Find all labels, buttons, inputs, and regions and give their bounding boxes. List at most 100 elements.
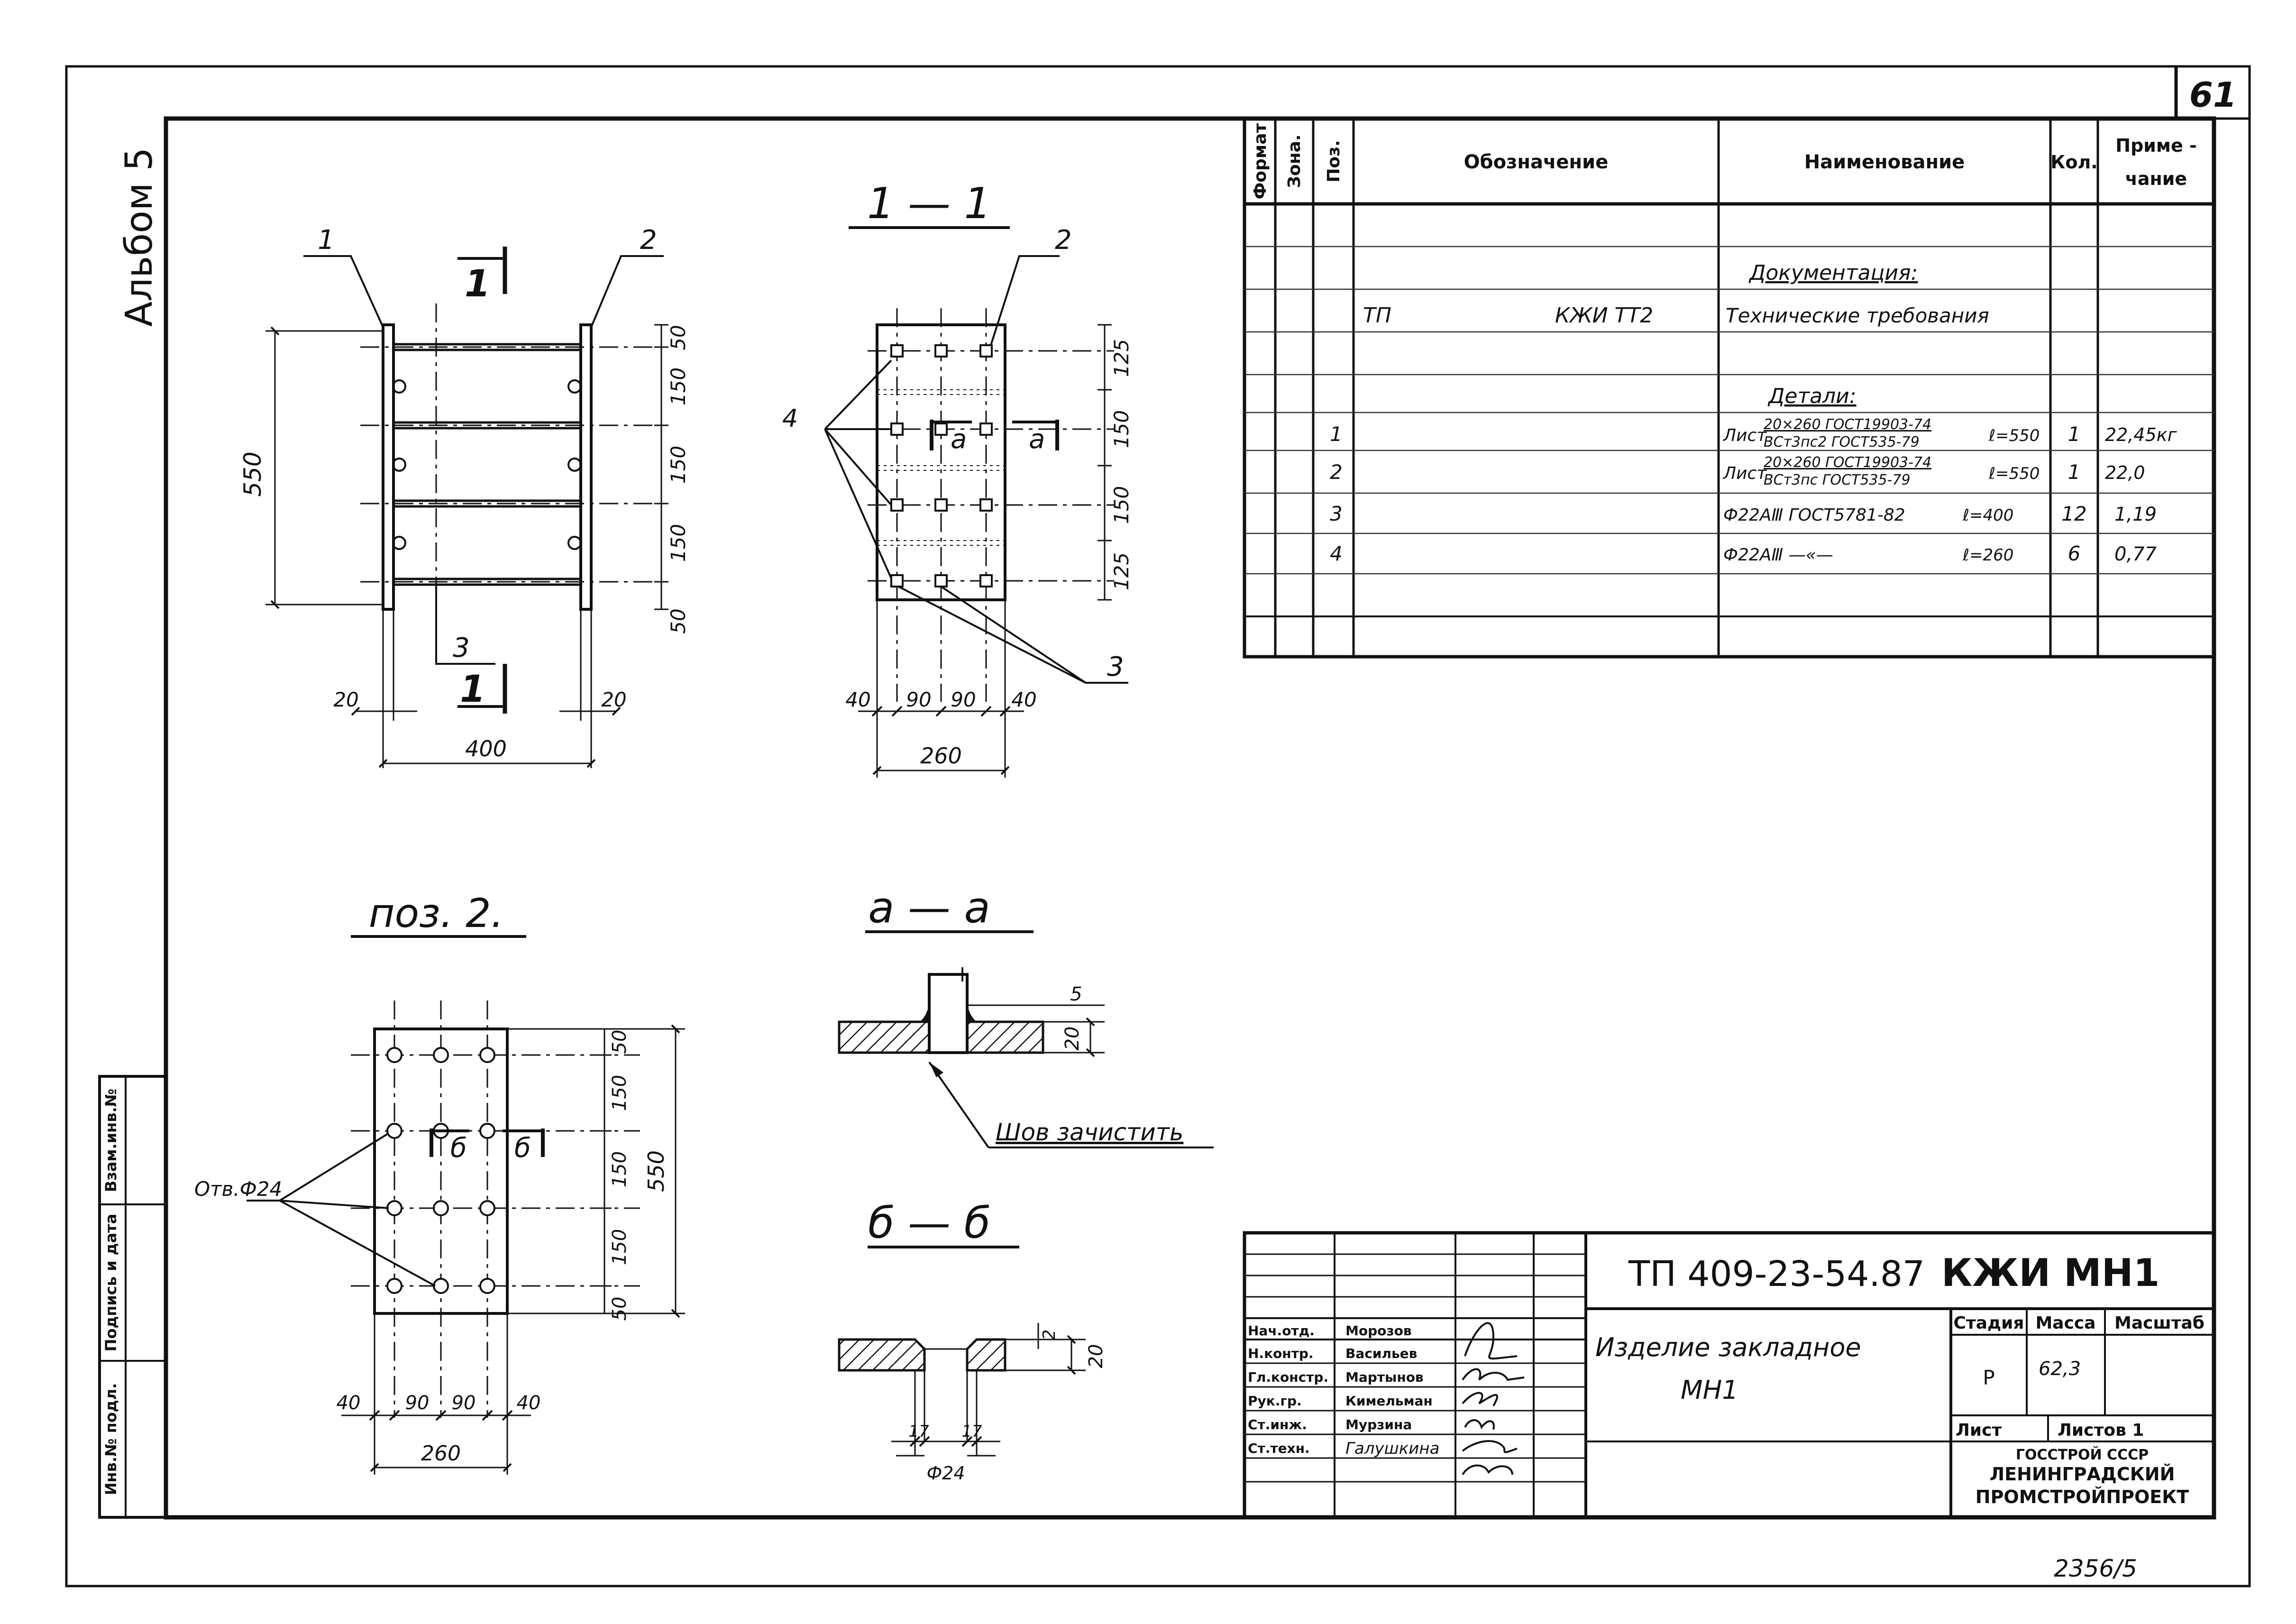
s11-dim-h-3: 90 <box>951 688 976 711</box>
s11-dim-h-4: 40 <box>1011 688 1036 711</box>
main-dim-end-left: 20 <box>333 688 358 711</box>
spec-header-designation: Обозначение <box>1464 151 1609 173</box>
spec-row-1-note: 22,45кг <box>2105 424 2177 445</box>
pos2-dim-h-4: 40 <box>517 1392 541 1414</box>
side-stamp <box>98 1075 167 1519</box>
side-stamp-sign: Подпись и дата <box>102 1214 120 1352</box>
spec-row-2-top: 20×260 ГОСТ19903-74 <box>1764 454 1931 471</box>
spec-row-1-top: 20×260 ГОСТ19903-74 <box>1764 416 1931 433</box>
main-dim-v-1: 50 <box>667 325 690 350</box>
title-org-1: ГОССТРОЙ СССР <box>2016 1446 2149 1463</box>
pos2-dim-h-1: 40 <box>337 1392 361 1414</box>
pos2-dim-v-2: 150 <box>609 1075 631 1111</box>
spec-header-zone: Зона. <box>1285 134 1304 188</box>
side-stamp-inv: Инв.№ подл. <box>102 1383 120 1495</box>
pos2-hole-label: Отв.Ф24 <box>194 1177 282 1201</box>
s11-dim-v-2: 150 <box>1110 410 1133 448</box>
tb-role-6: Ст.техн. <box>1248 1440 1310 1456</box>
bottom-number: 2356/5 <box>2054 1555 2137 1582</box>
s11-callout-3: 3 <box>1107 651 1124 682</box>
title-item-name-1: Изделие закладное <box>1595 1332 1861 1362</box>
section-b-b <box>838 1246 1086 1457</box>
saa-thickness: 20 <box>1061 1027 1083 1051</box>
spec-row-4-length: ℓ=260 <box>1962 546 2013 565</box>
sbb-side-dim-left: 17 <box>908 1422 929 1441</box>
sbb-hole-diameter: Ф24 <box>926 1463 965 1484</box>
main-dim-v-3: 150 <box>667 446 690 484</box>
s11-callout-2: 2 <box>1055 225 1072 256</box>
sbb-chamfer: 2 <box>1040 1330 1059 1340</box>
main-callout-3: 3 <box>453 633 470 663</box>
spec-row-3-pos: 3 <box>1330 502 1343 525</box>
spec-row-2-bottom: ВСт3пс ГОСТ535-79 <box>1764 472 1911 488</box>
page-number: 61 <box>2189 75 2237 115</box>
spec-doc-designation-right: КЖИ ТТ2 <box>1555 303 1653 328</box>
spec-row-1-bottom: ВСт3пс2 ГОСТ535-79 <box>1764 434 1920 450</box>
spec-row-1-qty: 1 <box>2068 422 2081 446</box>
tb-name-6: Галушкина <box>1345 1439 1439 1458</box>
spec-row-1-pos: 1 <box>1330 422 1343 446</box>
main-dim-v-2: 150 <box>667 367 690 405</box>
tb-role-1: Нач.отд. <box>1248 1323 1315 1339</box>
title-value-mass: 62,3 <box>2039 1358 2081 1380</box>
spec-details-title: Детали: <box>1767 384 1857 408</box>
main-dim-end-right: 20 <box>601 688 626 711</box>
spec-row-3-name: Ф22АⅢ ГОСТ5781-82 <box>1723 505 1905 525</box>
main-dim-550: 550 <box>239 451 266 496</box>
spec-row-2-qty: 1 <box>2068 460 2081 484</box>
spec-row-2-length: ℓ=550 <box>1988 464 2040 483</box>
title-code: ТП 409-23-54.87 <box>1628 1254 1925 1294</box>
main-section-mark-bottom: 1 <box>460 668 485 711</box>
s11-dim-v-3: 150 <box>1110 486 1133 524</box>
pos2-dim-260: 260 <box>421 1441 461 1466</box>
tb-role-3: Гл.констр. <box>1248 1369 1328 1385</box>
sbb-thickness: 20 <box>1085 1344 1107 1368</box>
title-value-stage: Р <box>1983 1366 1994 1389</box>
s11-dim-260: 260 <box>920 743 962 769</box>
s11-cut-mark-left: а <box>951 424 967 455</box>
spec-header-format: Формат <box>1251 123 1270 199</box>
title-header-scale: Масштаб <box>2114 1313 2205 1333</box>
spec-row-1-prefix: Лист <box>1722 426 1767 445</box>
spec-row-4-note: 0,77 <box>2114 543 2157 565</box>
main-dim-v-5: 50 <box>667 608 690 633</box>
tb-role-5: Ст.инж. <box>1248 1417 1307 1432</box>
pos2-dim-v-1: 50 <box>609 1030 631 1054</box>
tb-name-4: Кимельман <box>1345 1393 1433 1409</box>
spec-row-2-note: 22,0 <box>2105 462 2145 483</box>
s11-dim-v-4: 125 <box>1110 552 1133 590</box>
s11-dim-v-1: 125 <box>1110 339 1133 377</box>
main-callout-2: 2 <box>640 225 657 256</box>
side-stamp-replace: Взам.инв.№ <box>102 1089 120 1192</box>
tb-role-4: Рук.гр. <box>1248 1393 1302 1409</box>
tb-role-2: Н.контр. <box>1248 1346 1314 1361</box>
tb-name-3: Мартынов <box>1345 1369 1424 1385</box>
tb-name-2: Васильев <box>1345 1346 1417 1361</box>
pos2-view <box>247 935 685 1475</box>
spec-table <box>1243 117 2216 659</box>
main-dim-v-4: 150 <box>667 524 690 562</box>
main-view <box>265 247 668 768</box>
pos2-title: поз. 2. <box>369 890 504 936</box>
pos2-dim-v-5: 50 <box>609 1297 631 1321</box>
pos2-dim-h-2: 90 <box>405 1392 430 1414</box>
spec-header-qty: Кол. <box>2050 152 2097 173</box>
title-org-3: ПРОМСТРОЙПРОЕКТ <box>1976 1486 2189 1507</box>
title-header-stage: Стадия <box>1954 1313 2024 1333</box>
album-label: Альбом 5 <box>118 147 161 327</box>
s11-dim-h-2: 90 <box>906 688 931 711</box>
main-callout-1: 1 <box>318 225 335 256</box>
s11-cut-mark-right: а <box>1029 424 1045 455</box>
pos2-cut-mark-right: б <box>514 1133 531 1164</box>
section-1-1-title: 1 — 1 <box>867 179 991 229</box>
spec-row-4-name: Ф22АⅢ —«— <box>1723 545 1833 565</box>
title-block <box>1243 1231 2216 1519</box>
pos2-dim-h-3: 90 <box>452 1392 476 1414</box>
s11-dim-h-1: 40 <box>845 688 870 711</box>
saa-weld-dim: 5 <box>1070 983 1082 1005</box>
section-1-1 <box>824 226 1128 778</box>
pos2-dim-550: 550 <box>643 1150 669 1192</box>
pos2-dim-v-3: 150 <box>609 1151 631 1187</box>
spec-row-3-qty: 12 <box>2061 502 2086 525</box>
